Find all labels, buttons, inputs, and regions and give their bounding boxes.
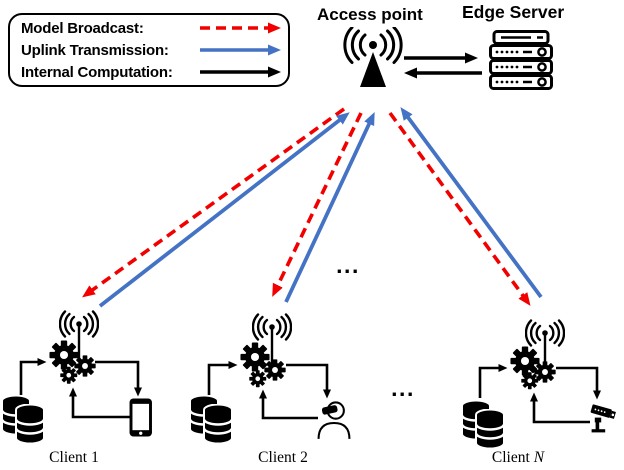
access-point-label: Access point: [317, 5, 423, 24]
client1-gear-icon: [74, 355, 96, 377]
client2-label-prefix: Client: [258, 449, 297, 466]
uplink-arrow-client2: [284, 112, 375, 303]
client2-gear-icon: [240, 342, 270, 372]
client1-block: [1, 310, 152, 444]
client2-gear-icon: [264, 359, 286, 381]
legend-label-uplink-transmission: Uplink Transmission:: [21, 41, 169, 59]
model-broadcast-arrow-client1: [82, 107, 346, 298]
clientN-database-icon: [475, 409, 505, 449]
client2-internal-computation-arrows: [207, 361, 331, 420]
uplink-arrow-clientN: [400, 107, 543, 299]
legend-row-internal-computation: Internal Computation:: [21, 61, 288, 83]
internal-computation-arrow-sample: [200, 66, 281, 78]
clientN-camera-icon: [590, 404, 617, 433]
client2-vr-user-icon: [317, 401, 351, 439]
client1-label-prefix: Client: [49, 449, 88, 466]
model-broadcast-arrow-clientN: [388, 111, 531, 306]
edge-server-label: Edge Server: [462, 2, 565, 22]
clients-ellipsis-lower: ...: [391, 375, 415, 401]
client2-block: [189, 313, 351, 444]
legend-label-internal-computation: Internal Computation:: [21, 63, 173, 81]
client2-database-icon: [203, 404, 233, 444]
legend-box: Model Broadcast: Uplink Transmission: In…: [8, 13, 290, 87]
client1-database-icon: [15, 404, 45, 444]
uplink-arrow-client1: [98, 112, 350, 308]
client1-label-suffix: 1: [91, 449, 99, 466]
clientN-label-suffix: N: [533, 449, 545, 466]
clients-ellipsis-upper: ...: [336, 252, 360, 278]
client2-gear-icon: [249, 370, 267, 388]
client1-gear-icon: [49, 340, 79, 370]
uplink-transmission-arrow-sample: [200, 44, 281, 56]
legend-row-model-broadcast: Model Broadcast:: [21, 17, 288, 39]
model-broadcast-arrow-sample: [200, 22, 281, 34]
client1-internal-computation-arrows: [19, 358, 142, 419]
legend-row-uplink-transmission: Uplink Transmission:: [21, 39, 288, 61]
model-broadcast-arrow-client2: [272, 112, 363, 297]
clientN-internal-computation-arrows: [478, 364, 601, 424]
clientN-gear-icon: [521, 372, 539, 390]
legend-label-model-broadcast: Model Broadcast:: [21, 19, 144, 37]
client2-label-suffix: 2: [300, 449, 308, 466]
client1-gear-icon: [60, 366, 78, 384]
clientN-block: [461, 319, 617, 449]
clientN-label-prefix: Client: [491, 449, 530, 466]
client1-smartphone-icon: [129, 398, 152, 437]
